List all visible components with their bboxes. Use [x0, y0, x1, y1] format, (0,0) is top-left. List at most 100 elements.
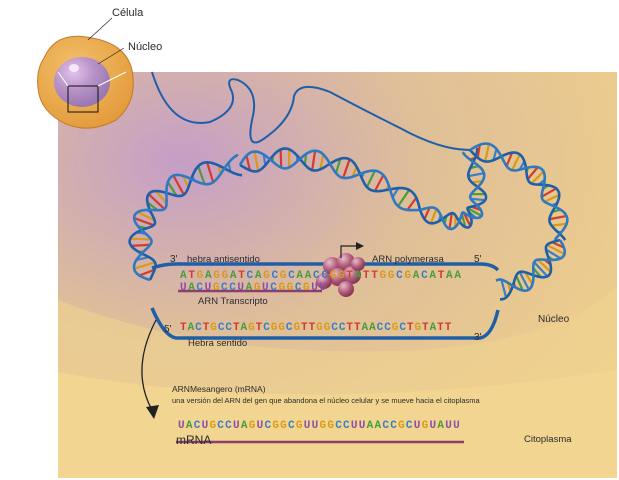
dna-thread — [151, 71, 471, 151]
nucleotide-C: C — [406, 420, 414, 432]
base-pair — [429, 208, 438, 224]
nucleotide-C: C — [263, 322, 271, 334]
arrowhead-icon — [356, 242, 364, 250]
nucleotide-G: G — [392, 322, 400, 334]
nucleotide-G: G — [319, 420, 327, 432]
cell-label: Célula — [112, 7, 144, 19]
nucleotide-U: U — [311, 282, 319, 294]
cytoplasm-region — [58, 370, 617, 478]
nucleotide-G: G — [197, 270, 205, 282]
nucleotide-A: A — [369, 322, 377, 334]
transcript-sequence: UACUGCCUAGUCGGCGUU — [180, 282, 328, 294]
polymerase-label: ARN polymerasa — [372, 254, 445, 265]
dna-helix — [128, 71, 569, 301]
nucleotide-G: G — [210, 322, 218, 334]
nucleotide-A: A — [454, 270, 462, 282]
export-arrowhead-icon — [146, 405, 159, 419]
base-pair — [551, 241, 565, 249]
nucleotide-T: T — [238, 270, 246, 282]
nucleotide-C: C — [382, 420, 390, 432]
base-pair — [505, 152, 514, 167]
nucleotide-A: A — [437, 420, 445, 432]
nucleotide-C: C — [271, 270, 279, 282]
export-arrow — [141, 319, 157, 411]
nucleotide-U: U — [319, 282, 327, 294]
helix-left-strand-a — [128, 160, 243, 281]
base-pair — [253, 151, 260, 172]
nucleotide-G: G — [316, 322, 324, 334]
nucleotide-G: G — [422, 420, 430, 432]
nucleotide-C: C — [264, 420, 272, 432]
base-pair — [470, 197, 486, 202]
nucleotide-G: G — [213, 270, 221, 282]
nucleotide-G: G — [272, 420, 280, 432]
helix-middle-strand-a — [418, 147, 488, 229]
zoom-line-left — [57, 71, 69, 87]
nucleotide-A: A — [429, 270, 437, 282]
antisense-label: hebra antisentido — [187, 254, 260, 265]
nucleotide-A: A — [241, 420, 249, 432]
nucleotide-U: U — [202, 420, 210, 432]
nucleotide-A: A — [188, 282, 196, 294]
nucleotide-T: T — [180, 322, 188, 334]
nucleotide-A: A — [430, 322, 438, 334]
nucleotide-U: U — [180, 282, 188, 294]
nucleotide-C: C — [288, 270, 296, 282]
nucleotide-T: T — [233, 322, 241, 334]
cell-leader — [87, 17, 113, 41]
base-pair — [492, 148, 498, 161]
base-pair — [351, 166, 358, 178]
rna-polymerase — [316, 253, 365, 297]
zoom-line-right — [97, 71, 127, 87]
mrna-sequence: UACUGCCUAGUCGGCGUUGGCCUUAACCGCUGUAUU — [178, 420, 461, 432]
nucleotide-C: C — [399, 322, 407, 334]
antisense-sequence: ATGAGGATCAGCGCAACCGGTATTGGCGACATAA — [180, 270, 463, 282]
polymerase-direction-arrow — [340, 245, 356, 258]
base-pair — [551, 222, 567, 227]
nucleotide-A: A — [355, 270, 363, 282]
nucleotide-G: G — [271, 322, 279, 334]
base-pair — [471, 179, 483, 184]
nucleotide-C: C — [335, 420, 343, 432]
base-pair — [166, 181, 178, 197]
base-pair — [154, 190, 168, 204]
nucleotide-C: C — [421, 270, 429, 282]
nucleotide-C: C — [321, 270, 329, 282]
nucleotide-T: T — [422, 322, 430, 334]
nucleotide-G: G — [296, 420, 304, 432]
nucleotide-G: G — [330, 270, 338, 282]
nucleus-icon — [54, 57, 110, 107]
base-pair — [423, 207, 431, 220]
nucleotide-C: C — [313, 270, 321, 282]
nucleus-inset-label: Núcleo — [128, 41, 162, 53]
base-pair — [397, 189, 411, 207]
nucleotide-T: T — [363, 270, 371, 282]
base-pair — [279, 149, 283, 168]
nucleotide-U: U — [445, 420, 453, 432]
base-pair — [500, 279, 508, 298]
base-pair — [406, 197, 418, 211]
nucleotide-C: C — [270, 282, 278, 294]
nucleotide-G: G — [398, 420, 406, 432]
zoom-box — [67, 85, 99, 113]
base-pair — [137, 211, 156, 222]
helix-left-strand-b — [132, 153, 239, 282]
nucleotide-C: C — [331, 322, 339, 334]
nucleotide-A: A — [413, 270, 421, 282]
base-pair — [484, 143, 491, 162]
mrna-label: mRNA — [176, 433, 211, 447]
base-pair — [467, 207, 483, 217]
base-pair — [319, 154, 325, 170]
nucleotide-U: U — [257, 420, 265, 432]
nucleotide-C: C — [343, 420, 351, 432]
nucleotide-G: G — [327, 420, 335, 432]
nucleotide-G: G — [303, 282, 311, 294]
nucleotide-T: T — [256, 322, 264, 334]
nucleotide-G: G — [222, 270, 230, 282]
nucleus-leader — [97, 47, 125, 65]
base-pair — [533, 261, 549, 278]
helix-right-strand-b — [469, 142, 569, 241]
base-pair — [545, 248, 562, 260]
nucleotide-A: A — [367, 420, 375, 432]
base-pair — [546, 243, 566, 256]
